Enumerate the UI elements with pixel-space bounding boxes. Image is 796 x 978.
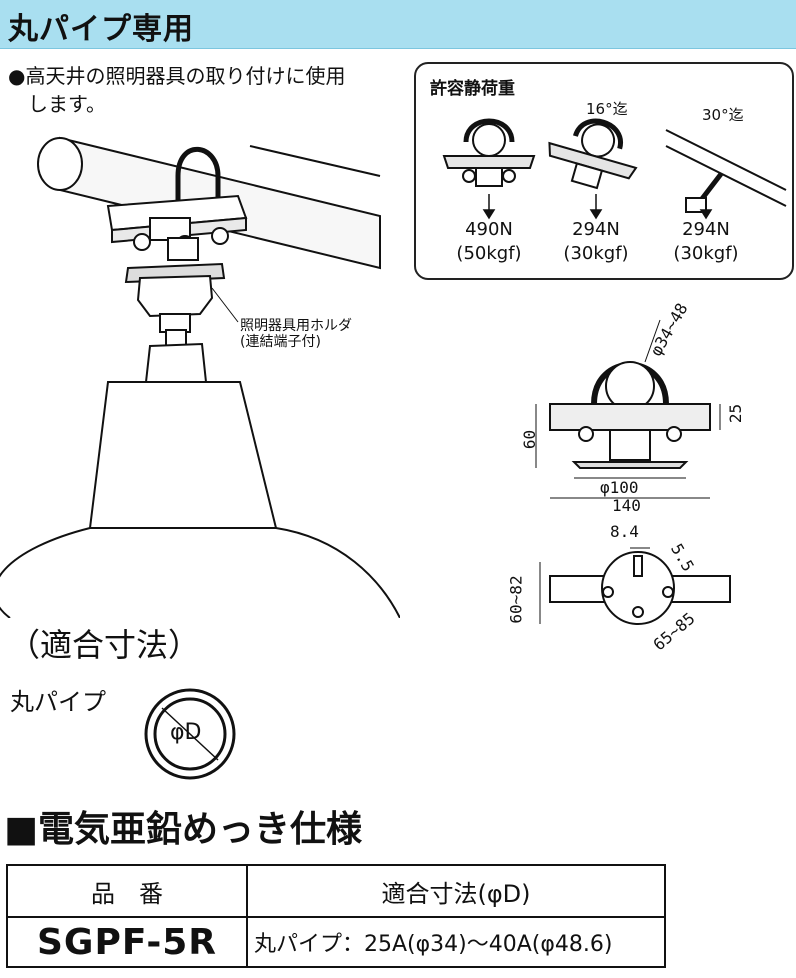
installation-illustration [0,136,400,618]
holder-label: 照明器具用ホルダ (連結端子付) [240,318,352,350]
holder-label-line-1: 照明器具用ホルダ [240,318,352,334]
load-kgf-3: (30kgf) [673,243,739,264]
pipe-cross-section [144,688,236,780]
dim-height-60: 60 [520,429,540,450]
load-kgf-1: (50kgf) [456,243,522,264]
dia-label: φD [170,720,202,745]
part-number-cell: SGPF-5R [6,916,248,968]
holder-label-line-2: (連結端子付) [240,334,321,350]
angle-label-30: 30°迄 [702,106,744,124]
dim-base-dia: φ100 [600,478,639,497]
load-capacity-box: 許容静荷重 16°迄 [414,62,794,280]
load-box-title: 許容静荷重 [430,79,515,99]
dim-range-60-82: 60~82 [506,575,526,624]
dim-height-25: 25 [726,403,746,424]
spec-table: 品 番 適合寸法(φD) SGPF-5R 丸パイプ：25A(φ34)～40A(φ… [6,864,666,968]
load-kgf-2: (30kgf) [563,243,629,264]
load-item-2: 294N (30kgf) [546,218,646,266]
angle-label-16: 16°迄 [586,100,628,118]
header-bar: 丸パイプ専用 [0,0,796,49]
pipe-label: 丸パイプ [10,688,106,716]
load-diagrams [442,118,787,220]
dim-width-140: 140 [612,496,641,515]
load-item-3: 294N (30kgf) [656,218,756,266]
col-size: 適合寸法(φD) [246,864,666,918]
description: ●高天井の照明器具の取り付けに使用 します。 [8,62,398,118]
dimension-drawing [535,319,731,625]
spec-section-title: ■電気亜鉛めっき仕様 [4,809,363,850]
fit-section-title: （適合寸法） [8,626,201,664]
load-newton-2: 294N [572,219,620,240]
description-line-1: ●高天井の照明器具の取り付けに使用 [8,64,346,88]
load-newton-1: 490N [465,219,513,240]
load-item-1: 490N (50kgf) [439,218,539,266]
table-row: SGPF-5R 丸パイプ：25A(φ34)～40A(φ48.6) [6,916,666,968]
page-title: 丸パイプ専用 [8,12,194,47]
col-part-number: 品 番 [6,864,248,918]
size-cell: 丸パイプ：25A(φ34)～40A(φ48.6) [246,916,666,968]
load-newton-3: 294N [682,219,730,240]
description-line-2: します。 [8,92,106,116]
dim-hole-8-4: 8.4 [610,522,639,541]
spec-table-header: 品 番 適合寸法(φD) [6,864,666,918]
